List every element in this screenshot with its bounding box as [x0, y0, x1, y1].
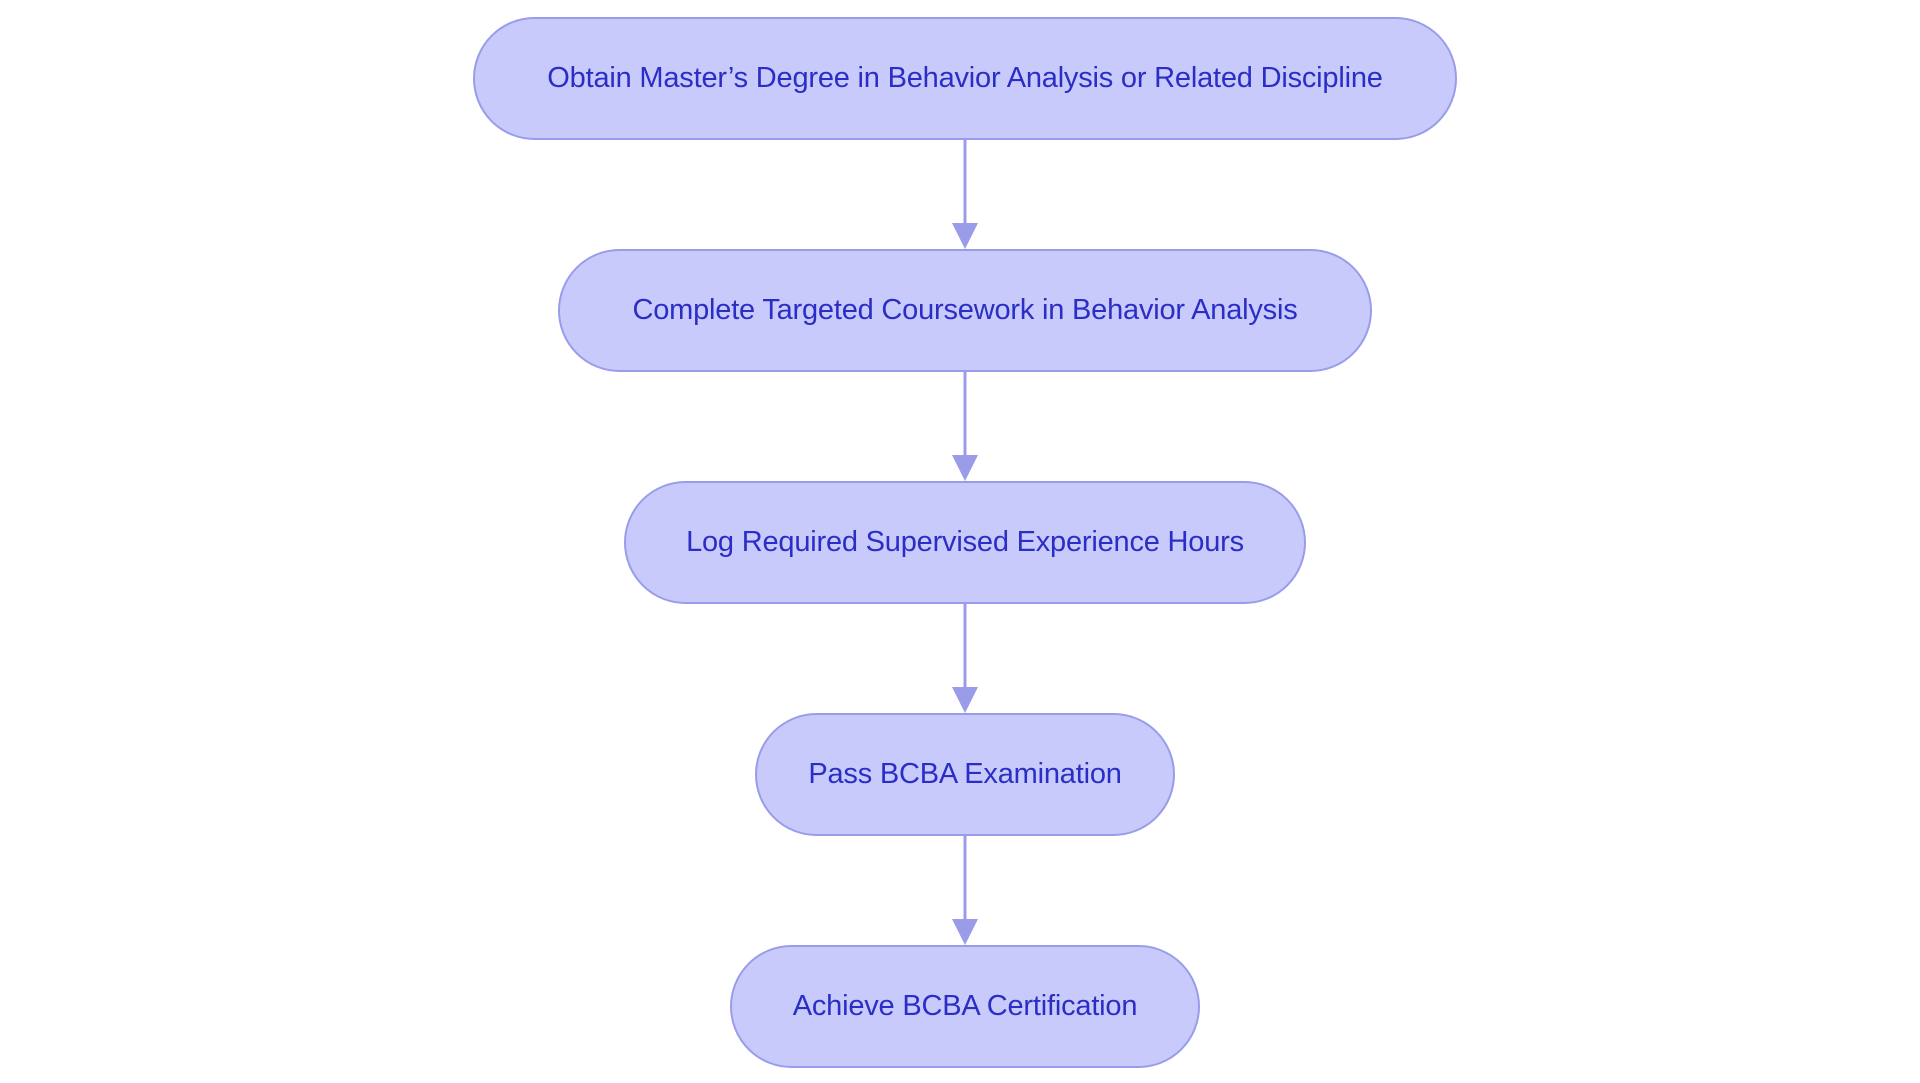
step-pass-bcba-exam: Pass BCBA Examination: [755, 713, 1175, 836]
step-complete-coursework: Complete Targeted Coursework in Behavior…: [558, 249, 1372, 372]
step-label: Complete Targeted Coursework in Behavior…: [632, 294, 1298, 326]
step-achieve-certification: Achieve BCBA Certification: [730, 945, 1200, 1068]
arrowhead-icon: [952, 223, 978, 249]
step-log-supervised-hours: Log Required Supervised Experience Hours: [624, 481, 1306, 604]
step-label: Log Required Supervised Experience Hours: [686, 526, 1244, 558]
step-label: Pass BCBA Examination: [808, 758, 1122, 790]
step-label: Obtain Master’s Degree in Behavior Analy…: [547, 62, 1383, 94]
arrowhead-icon: [952, 919, 978, 945]
arrowhead-icon: [952, 687, 978, 713]
step-label: Achieve BCBA Certification: [792, 990, 1138, 1022]
step-obtain-masters-degree: Obtain Master’s Degree in Behavior Analy…: [473, 17, 1457, 140]
arrowhead-icon: [952, 455, 978, 481]
